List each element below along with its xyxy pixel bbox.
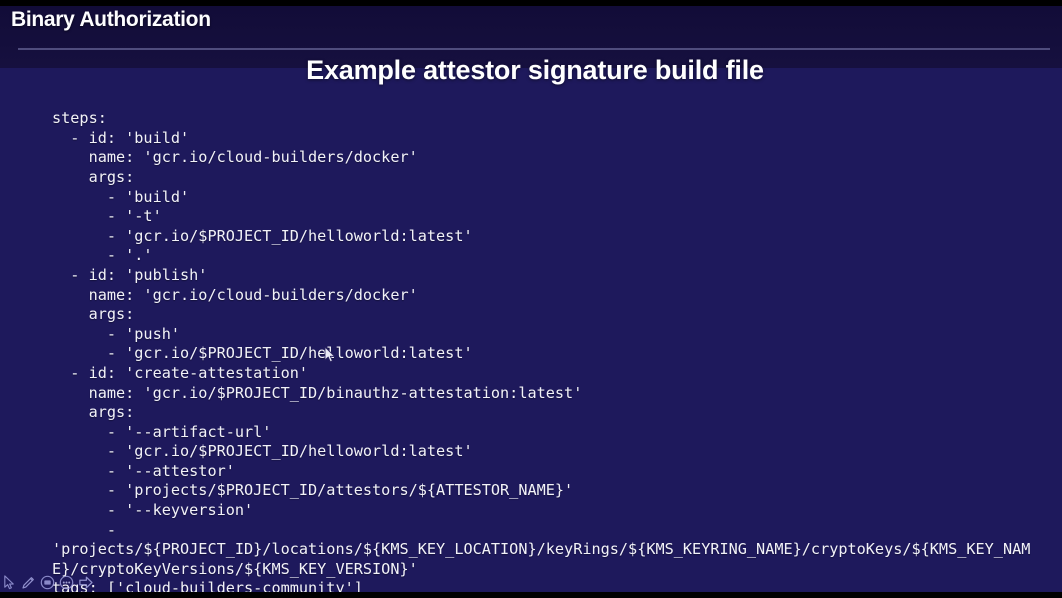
letterbox-top <box>0 0 1062 6</box>
code-line: - id: 'create-attestation' <box>52 363 309 382</box>
code-line: args: <box>52 167 135 186</box>
next-slide-arrow-icon[interactable] <box>77 574 94 591</box>
more-options-icon[interactable] <box>58 574 75 591</box>
code-line: - id: 'publish' <box>52 265 208 284</box>
code-line: name: 'gcr.io/cloud-builders/docker' <box>52 148 418 167</box>
code-line: - 'projects/$PROJECT_ID/attestors/${ATTE… <box>52 481 574 500</box>
code-line: name: 'gcr.io/cloud-builders/docker' <box>52 285 418 304</box>
slide-header-band: Binary Authorization <box>0 6 1062 68</box>
deck-title: Binary Authorization <box>11 8 211 31</box>
header-divider <box>18 48 1050 50</box>
code-line: args: <box>52 403 135 422</box>
code-line: - 'push' <box>52 324 181 343</box>
code-line: args: <box>52 305 135 324</box>
code-line: name: 'gcr.io/$PROJECT_ID/binauthz-attes… <box>52 383 583 402</box>
code-line: - 'gcr.io/$PROJECT_ID/helloworld:latest' <box>52 226 473 245</box>
code-line: - '--attestor' <box>52 461 235 480</box>
pen-icon[interactable] <box>20 574 37 591</box>
letterbox-bottom <box>0 592 1062 598</box>
yaml-code-block: steps: - id: 'build' name: 'gcr.io/cloud… <box>52 109 1042 598</box>
code-line: - '-t' <box>52 207 162 226</box>
highlighter-icon[interactable] <box>39 574 56 591</box>
code-line: - id: 'build' <box>52 128 190 147</box>
presenter-toolbar[interactable] <box>0 572 94 592</box>
pointer-icon[interactable] <box>1 574 18 591</box>
code-line: - 'gcr.io/$PROJECT_ID/helloworld:latest' <box>52 344 473 363</box>
code-line: - 'build' <box>52 187 190 206</box>
slide-title: Example attestor signature build file <box>306 55 764 85</box>
code-line: - 'gcr.io/$PROJECT_ID/helloworld:latest' <box>52 442 473 461</box>
code-line: - '--artifact-url' <box>52 422 272 441</box>
code-line: - '--keyversion' <box>52 501 254 520</box>
code-line: - <box>52 520 117 539</box>
code-line: steps: <box>52 109 107 128</box>
code-line-wrapped-kms-key-version: 'projects/${PROJECT_ID}/locations/${KMS_… <box>52 540 1031 578</box>
code-line: - '.' <box>52 246 153 265</box>
